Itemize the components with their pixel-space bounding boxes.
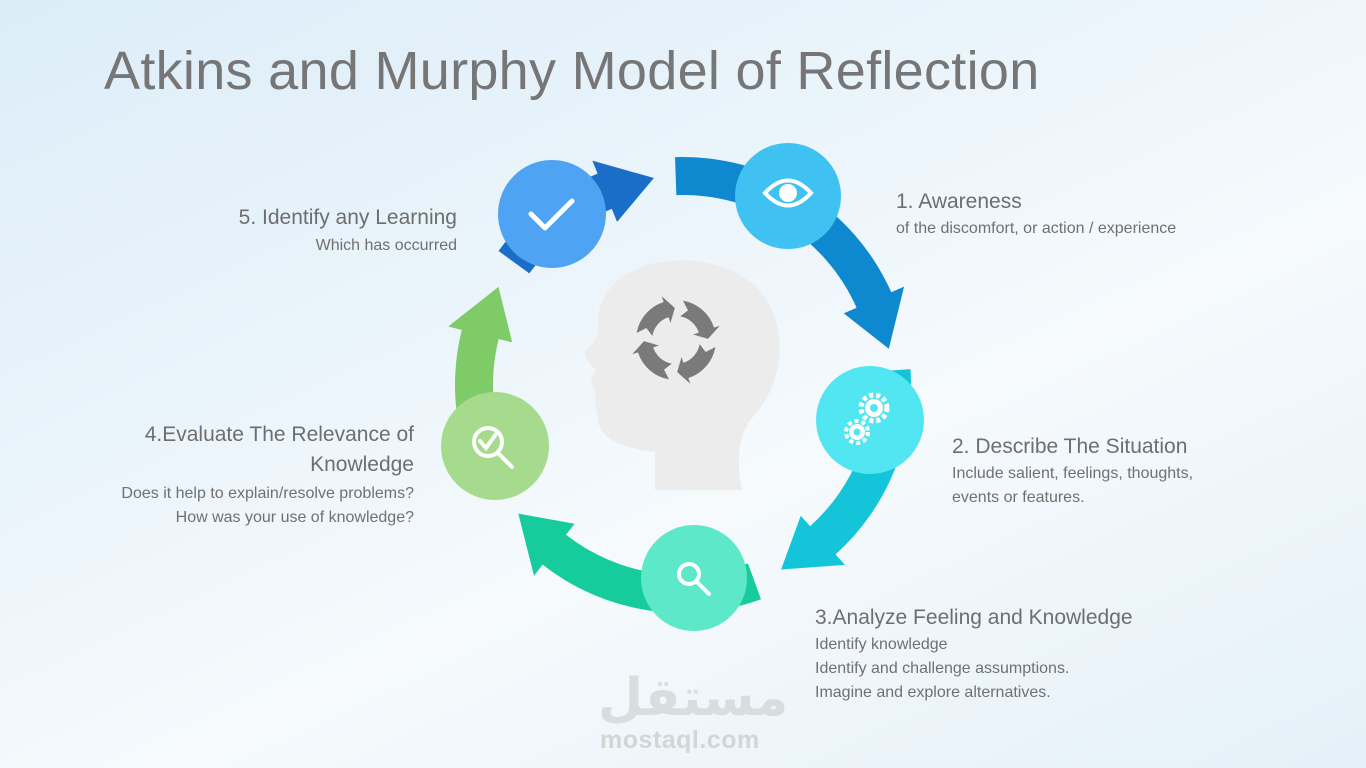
step-5-description: Which has occurred [315,237,457,254]
step-1-node [735,143,841,249]
cycle-arrow-1 [680,300,720,339]
cycle-arrows-icon [632,296,720,384]
step-4-description-line-2: How was your use of knowledge? [175,509,414,526]
step-4-title-line-1: 4.Evaluate The Relevance of [144,423,414,446]
step-3-description-line-3: Imagine and explore alternatives. [815,684,1051,701]
step-5-node [498,160,606,268]
step-2-description-line-1: Include salient, feelings, thoughts, [952,465,1194,482]
step-3-title: 3.Analyze Feeling and Knowledge [815,606,1133,629]
cycle-arrow-2 [677,344,716,384]
step-2-description-line-2: events or features. [952,489,1085,506]
step-2-title: 2. Describe The Situation [952,435,1188,458]
step-3-description-line-2: Identify and challenge assumptions. [815,660,1070,677]
slide-title: Atkins and Murphy Model of Reflection [104,41,1040,101]
step-4-node [441,392,549,500]
step-2-node [816,366,924,474]
eye-icon [762,178,814,208]
step-5-title: 5. Identify any Learning [238,206,457,229]
watermark-latin: mostaql.com [600,726,760,754]
magnifier-icon [677,562,711,596]
step-4-description-line-1: Does it help to explain/resolve problems… [121,485,414,502]
cycle-arrow-3 [632,341,672,380]
step-4-title-line-2: Knowledge [310,453,414,476]
watermark-arabic: مستقل [598,669,789,727]
gears-icon [844,392,890,445]
step-1-description: of the discomfort, or action / experienc… [896,220,1177,237]
cycle-arrow-4 [636,296,675,336]
step-1-title: 1. Awareness [896,190,1022,213]
magnifier-check-icon [472,426,514,469]
checkmark-icon [528,198,575,231]
step-3-description-line-1: Identify knowledge [815,636,948,653]
step-3-node [641,525,747,631]
